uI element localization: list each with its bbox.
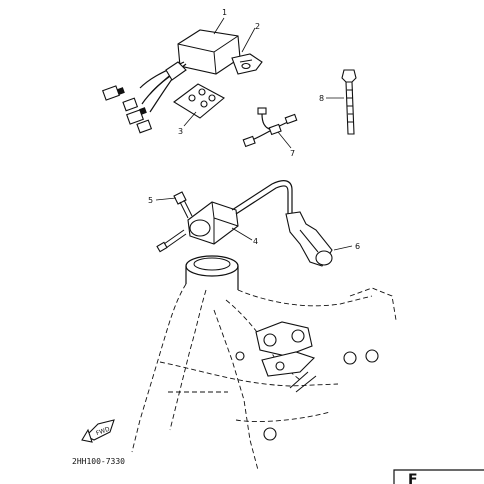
callout-2: 2 xyxy=(255,22,260,31)
diagram-code: 2HH100-7330 xyxy=(72,457,125,466)
damper-plate xyxy=(173,83,225,119)
cdi-unit xyxy=(102,29,241,134)
frame-outline xyxy=(131,255,397,471)
cable-band xyxy=(341,69,357,135)
callout-7: 7 xyxy=(290,149,295,158)
callout-4: 4 xyxy=(253,237,258,246)
ignition-coil xyxy=(156,180,293,253)
callout-3: 3 xyxy=(178,127,183,136)
fwd-label: FWD xyxy=(95,426,111,437)
spark-plug-cap xyxy=(285,211,333,267)
callout-6: 6 xyxy=(355,242,360,251)
callout-8: 8 xyxy=(319,94,324,103)
corner-frame-fragment: F xyxy=(393,469,484,484)
callout-leaders xyxy=(155,17,353,251)
fwd-arrow-icon: FWD xyxy=(81,419,115,443)
bracket xyxy=(231,53,263,75)
lead-wire xyxy=(242,107,298,148)
corner-fragment-text: F xyxy=(408,472,418,484)
callout-1: 1 xyxy=(222,8,227,17)
bolt xyxy=(173,191,193,219)
callout-5: 5 xyxy=(148,196,153,205)
